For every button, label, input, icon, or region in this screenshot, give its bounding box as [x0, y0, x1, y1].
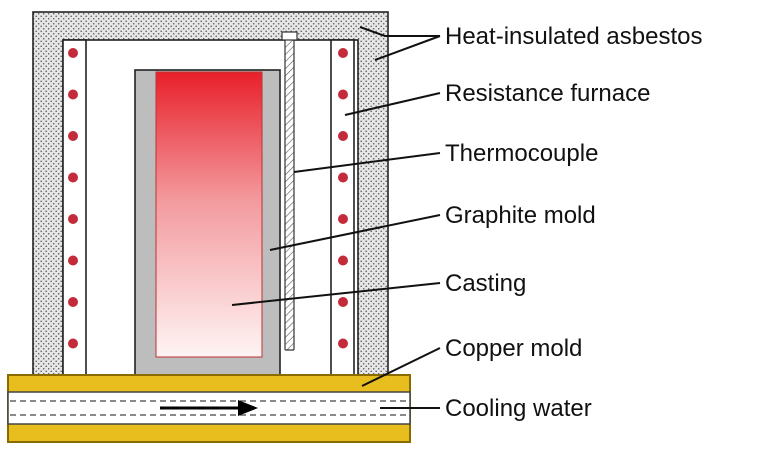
leader-asbestos-1 — [359, 26, 440, 37]
left-heating-element-dot — [68, 297, 78, 307]
leader-casting — [231, 282, 441, 306]
left-heating-element-dot — [68, 214, 78, 224]
right-heating-element-dot — [338, 172, 348, 183]
leader-copper — [361, 347, 441, 387]
right-heating-element-dot — [338, 297, 348, 307]
left-heating-elements — [68, 48, 78, 349]
casting — [155, 71, 263, 358]
labels: Heat-insulated asbestos Resistance furna… — [445, 23, 702, 422]
leader-graphite — [269, 214, 441, 251]
thermocouple — [281, 31, 298, 351]
left-heating-element-dot — [68, 48, 78, 58]
flow-arrow — [160, 400, 258, 416]
right-heating-element-dot — [338, 89, 348, 100]
label-water: Cooling water — [445, 395, 592, 422]
left-heating-element-dot — [68, 338, 78, 349]
left-heating-element-dot — [68, 255, 78, 266]
leader-lines — [231, 26, 441, 409]
label-casting: Casting — [445, 270, 526, 297]
right-heating-element-dot — [338, 48, 348, 58]
right-heating-element-dot — [338, 131, 348, 141]
label-asbestos: Heat-insulated asbestos — [445, 23, 702, 50]
left-heating-element-dot — [68, 172, 78, 183]
right-heating-elements — [338, 48, 348, 349]
label-copper: Copper mold — [445, 335, 582, 362]
resistance-furnace — [62, 39, 355, 376]
label-thermocouple: Thermocouple — [445, 140, 598, 167]
right-heating-element-dot — [338, 214, 348, 224]
copper-mold — [7, 374, 411, 443]
label-furnace: Resistance furnace — [445, 80, 650, 107]
right-heating-element-dot — [338, 255, 348, 266]
leader-thermocouple — [293, 152, 441, 173]
left-heating-element-dot — [68, 131, 78, 141]
right-heating-element-dot — [338, 338, 348, 349]
label-graphite: Graphite mold — [445, 202, 596, 229]
leader-asbestos-2 — [374, 35, 441, 61]
left-heating-element-dot — [68, 89, 78, 100]
leader-furnace — [344, 92, 441, 116]
